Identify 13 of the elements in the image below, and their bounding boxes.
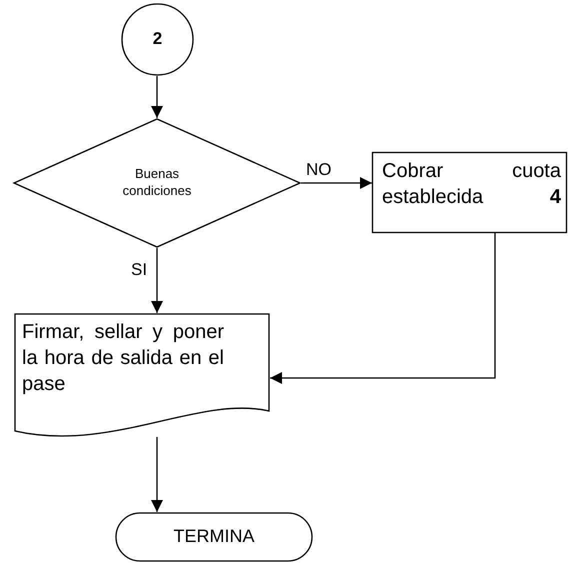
decision-diamond [13, 118, 301, 248]
arrow [270, 233, 496, 384]
connector-number: 2 [152, 28, 164, 50]
node-label: Buenas condiciones [122, 166, 192, 200]
node-label: TERMINA [172, 525, 256, 548]
arrow [151, 437, 163, 512]
arrow [301, 177, 372, 189]
arrow [151, 76, 163, 118]
node-label: Cobrar cuota establecida 4 [382, 159, 561, 210]
process-box [372, 152, 567, 233]
arrow [151, 248, 163, 313]
connector-circle [121, 3, 194, 76]
node-label: Firmar, sellar y poner la hora de salida en el pase [22, 320, 224, 397]
